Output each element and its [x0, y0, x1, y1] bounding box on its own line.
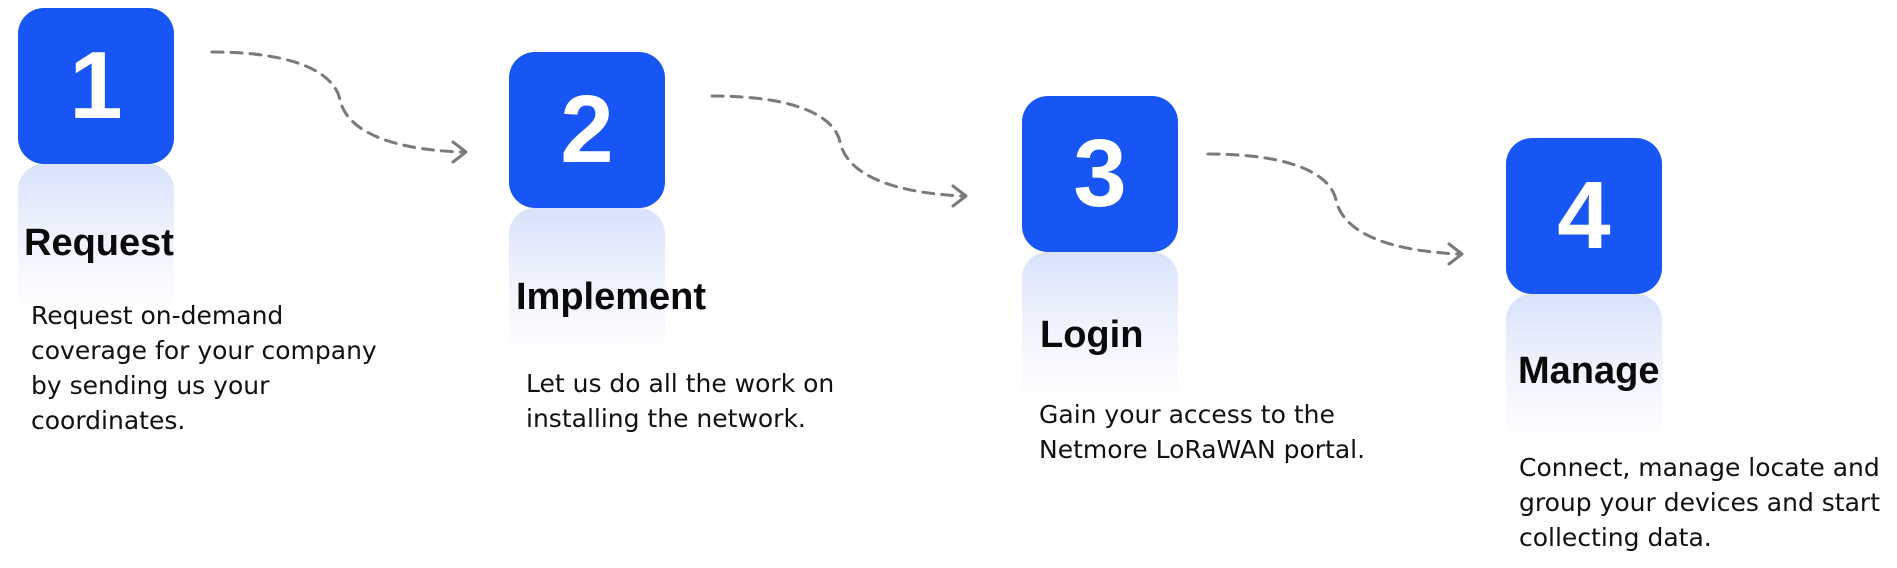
description-line: collecting data. [1519, 523, 1712, 552]
description-line: Netmore LoRaWAN portal. [1039, 435, 1366, 464]
step-number-badge: 3 [1022, 96, 1178, 252]
step-number: 3 [1073, 120, 1127, 227]
step-number-badge: 2 [509, 52, 665, 208]
step-number: 4 [1557, 162, 1611, 269]
badge-reflection [509, 208, 665, 358]
description-line: coverage for your company [31, 336, 377, 365]
description-line: coordinates. [31, 406, 186, 435]
arrowhead-3 [1447, 242, 1464, 266]
badge-reflection [1506, 294, 1662, 444]
description-line: group your devices and start [1519, 488, 1881, 517]
step-description: Connect, manage locate and group your de… [1519, 450, 1897, 555]
description-line: Let us do all the work on [526, 369, 835, 398]
step-description: Let us do all the work on installing the… [526, 366, 916, 436]
step-title: Login [1040, 314, 1144, 356]
arrowhead-2 [951, 184, 968, 208]
arrow-3-to-4 [1206, 152, 1460, 256]
description-line: installing the network. [526, 404, 806, 433]
step-title: Manage [1518, 350, 1660, 392]
badge-reflection [18, 164, 174, 314]
arrow-2-to-3 [710, 94, 964, 198]
step-description: Request on-demand coverage for your comp… [31, 298, 421, 438]
step-number: 1 [69, 32, 123, 139]
step-number-badge: 1 [18, 8, 174, 164]
description-line: Request on-demand [31, 301, 284, 330]
arrowhead-1 [451, 140, 468, 164]
description-line: Gain your access to the [1039, 400, 1335, 429]
step-title: Request [24, 222, 174, 264]
arrow-1-to-2 [210, 50, 464, 154]
step-number-badge: 4 [1506, 138, 1662, 294]
step-description: Gain your access to the Netmore LoRaWAN … [1039, 397, 1429, 467]
step-number: 2 [560, 76, 614, 183]
description-line: by sending us your [31, 371, 270, 400]
step-title: Implement [516, 276, 707, 318]
badge-reflection [1022, 252, 1178, 402]
description-line: Connect, manage locate and [1519, 453, 1880, 482]
